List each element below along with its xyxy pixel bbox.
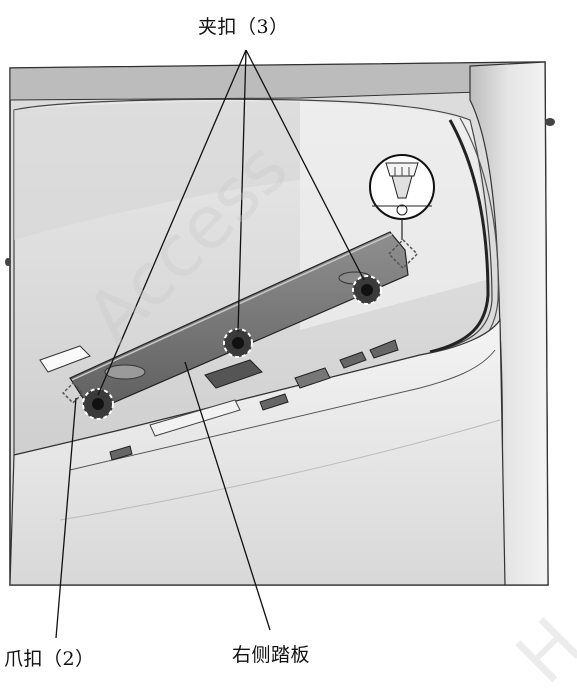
clip-marker-middle [223, 328, 253, 358]
clip-marker-right [352, 275, 382, 305]
clip-label: 夹扣（3） [198, 16, 289, 38]
step-panel-label: 右侧踏板 [232, 644, 311, 666]
claw-marker-right [387, 238, 419, 270]
clip-detail-inset [369, 154, 435, 240]
claw-clip-label: 爪扣（2） [4, 648, 95, 670]
leader-lines [55, 49, 365, 639]
door-sill-illustration [5, 49, 555, 639]
claw-marker-left [62, 382, 84, 404]
clip-marker-left [82, 388, 114, 420]
